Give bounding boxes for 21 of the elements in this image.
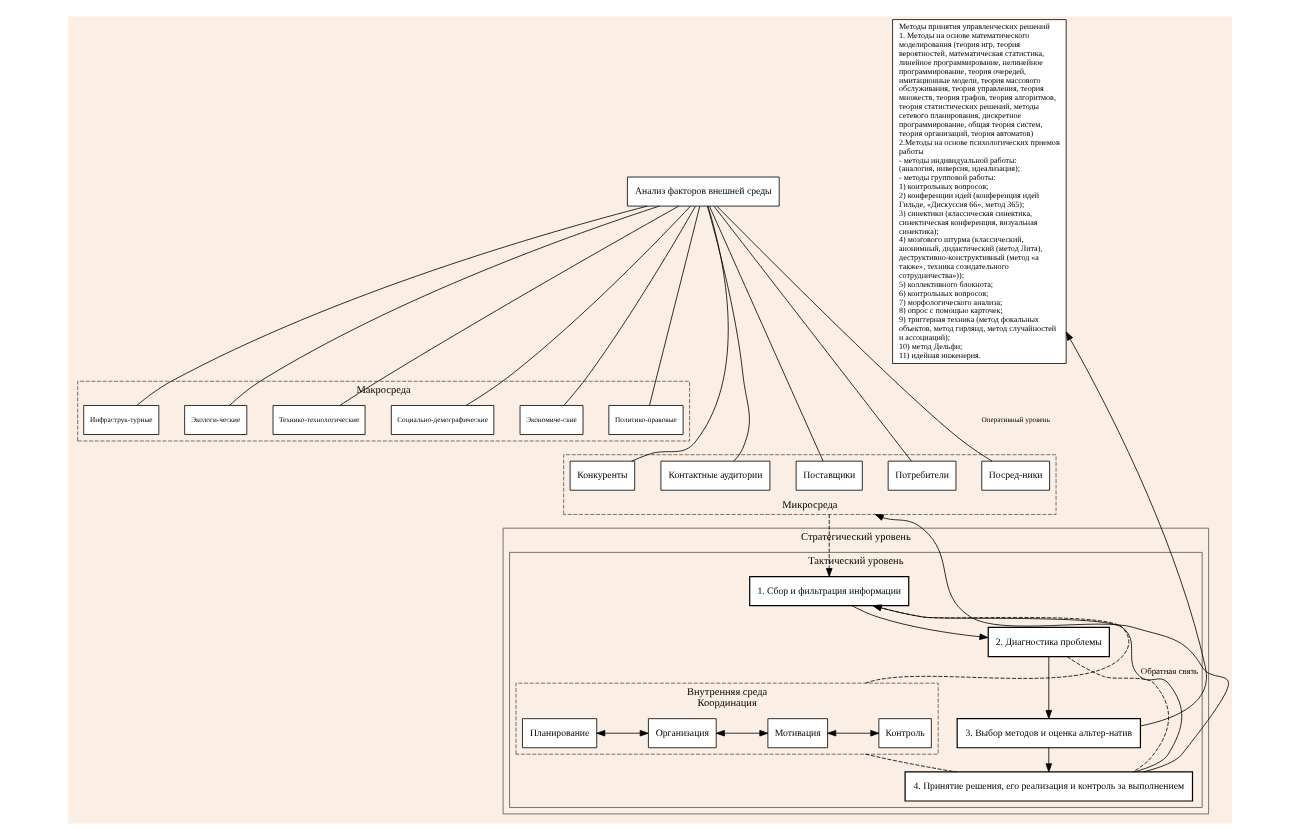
arrow [715,729,769,737]
arrow [827,729,880,737]
connector [706,205,750,462]
arrow [865,604,1130,684]
connector [1066,656,1170,773]
arrow [1065,331,1207,727]
connector [716,205,993,462]
arrow [1045,747,1053,773]
arrow [826,514,833,577]
connector [713,205,912,462]
connector [229,205,660,406]
connector [649,205,701,406]
arrow [851,605,989,640]
arrow [872,604,1183,773]
connector [563,205,696,406]
connector [709,205,824,462]
connector [631,205,729,462]
arrow [1045,656,1053,719]
arrow [596,729,649,737]
connector [136,205,648,406]
arrow [874,514,1229,773]
